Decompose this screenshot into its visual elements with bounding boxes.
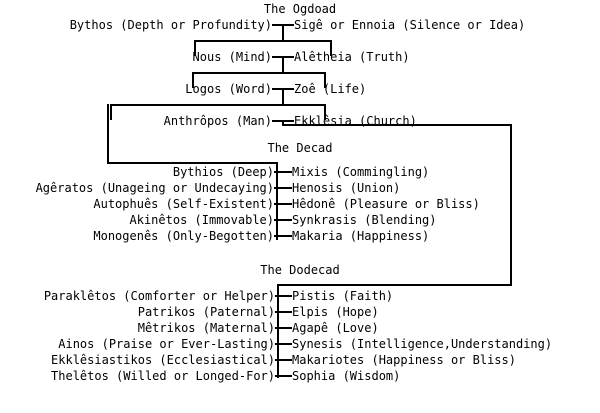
section-title-dodecad: The Dodecad bbox=[260, 263, 340, 277]
emanation-1-right-drop bbox=[324, 72, 326, 88]
decad-row-3-connector bbox=[274, 219, 292, 221]
dodecad-branch-top-bar bbox=[282, 124, 512, 126]
dodecad-row-3-connector bbox=[275, 343, 292, 345]
dodecad-pair-1-right: Elpis (Hope) bbox=[292, 305, 379, 319]
ogdoad-pair-0-right: Sigê or Ennoia (Silence or Idea) bbox=[294, 18, 526, 32]
decad-branch-left-vertical bbox=[107, 104, 109, 164]
emanation-0-right-drop bbox=[330, 40, 332, 56]
decad-pair-3-right: Synkrasis (Blending) bbox=[292, 213, 437, 227]
decad-pair-2-left: Autophuês (Self-Existent) bbox=[93, 197, 274, 211]
dodecad-row-4-connector bbox=[275, 359, 292, 361]
dodecad-row-2-connector bbox=[275, 327, 292, 329]
decad-pair-2-right: Hêdonê (Pleasure or Bliss) bbox=[292, 197, 480, 211]
decad-pair-4-left: Monogenês (Only-Begotten) bbox=[93, 229, 274, 243]
emanation-0-stem-down bbox=[282, 24, 284, 42]
dodecad-pair-4-left: Ekklêsiastikos (Ecclesiastical) bbox=[51, 353, 275, 367]
emanation-2-right-drop bbox=[324, 104, 326, 120]
decad-pair-1-right: Henosis (Union) bbox=[292, 181, 401, 195]
section-title-decad: The Decad bbox=[267, 141, 333, 155]
ogdoad-pair-3-left: Anthrôpos (Man) bbox=[163, 114, 272, 128]
dodecad-pair-3-left: Ainos (Praise or Ever-Lasting) bbox=[58, 337, 275, 351]
emanation-0-crossbar bbox=[194, 40, 332, 42]
ogdoad-pair-1-right: Alêtheia (Truth) bbox=[294, 50, 410, 64]
dodecad-row-1-connector bbox=[275, 311, 292, 313]
emanation-0-left-drop bbox=[194, 40, 196, 56]
dodecad-pair-0-left: Paraklêtos (Comforter or Helper) bbox=[43, 289, 275, 303]
decad-pair-1-left: Agêratos (Unageing or Undecaying) bbox=[35, 181, 274, 195]
decad-pair-0-left: Bythios (Deep) bbox=[172, 165, 274, 179]
dodecad-pair-5-left: Thelêtos (Willed or Longed-For) bbox=[51, 369, 275, 383]
section-title-ogdoad: The Ogdoad bbox=[263, 2, 337, 16]
emanation-1-left-drop bbox=[192, 72, 194, 88]
ogdoad-pair-3-right: Ekklêsia (Church) bbox=[294, 114, 417, 128]
ogdoad-pair-2-left: Logos (Word) bbox=[185, 82, 272, 96]
ogdoad-pair-2-right: Zoê (Life) bbox=[294, 82, 367, 96]
decad-row-0-connector bbox=[274, 171, 292, 173]
dodecad-branch-right-vertical bbox=[510, 124, 512, 286]
dodecad-pair-5-right: Sophia (Wisdom) bbox=[292, 369, 401, 383]
dodecad-pair-2-right: Agapê (Love) bbox=[292, 321, 379, 335]
dodecad-pair-3-right: Synesis (Intelligence,Understanding) bbox=[292, 337, 553, 351]
emanation-1-crossbar bbox=[192, 72, 326, 74]
dodecad-spine bbox=[277, 284, 279, 378]
decad-row-2-connector bbox=[274, 203, 292, 205]
decad-branch-bottom-bar bbox=[107, 162, 277, 164]
ogdoad-pair-0-left: Bythos (Depth or Profundity) bbox=[69, 18, 272, 32]
decad-pair-3-left: Akinêtos (Immovable) bbox=[129, 213, 275, 227]
emanation-2-crossbar bbox=[110, 104, 326, 106]
decad-spine bbox=[276, 162, 278, 240]
dodecad-pair-4-right: Makariotes (Happiness or Bliss) bbox=[292, 353, 516, 367]
decad-row-4-connector bbox=[274, 235, 292, 237]
dodecad-branch-stem bbox=[282, 120, 284, 126]
ogdoad-pair-1-left: Nous (Mind) bbox=[192, 50, 272, 64]
emanation-1-stem-down bbox=[282, 56, 284, 74]
emanation-2-left-drop bbox=[110, 104, 112, 120]
dodecad-pair-2-left: Mêtrikos (Maternal) bbox=[137, 321, 275, 335]
dodecad-row-0-connector bbox=[275, 295, 292, 297]
decad-pair-4-right: Makaria (Happiness) bbox=[292, 229, 430, 243]
decad-pair-0-right: Mixis (Commingling) bbox=[292, 165, 430, 179]
emanation-2-stem-down bbox=[282, 88, 284, 106]
dodecad-row-5-connector bbox=[275, 375, 292, 377]
dodecad-pair-0-right: Pistis (Faith) bbox=[292, 289, 394, 303]
dodecad-branch-bottom-bar bbox=[278, 284, 512, 286]
dodecad-pair-1-left: Patrikos (Paternal) bbox=[137, 305, 275, 319]
decad-row-1-connector bbox=[274, 187, 292, 189]
